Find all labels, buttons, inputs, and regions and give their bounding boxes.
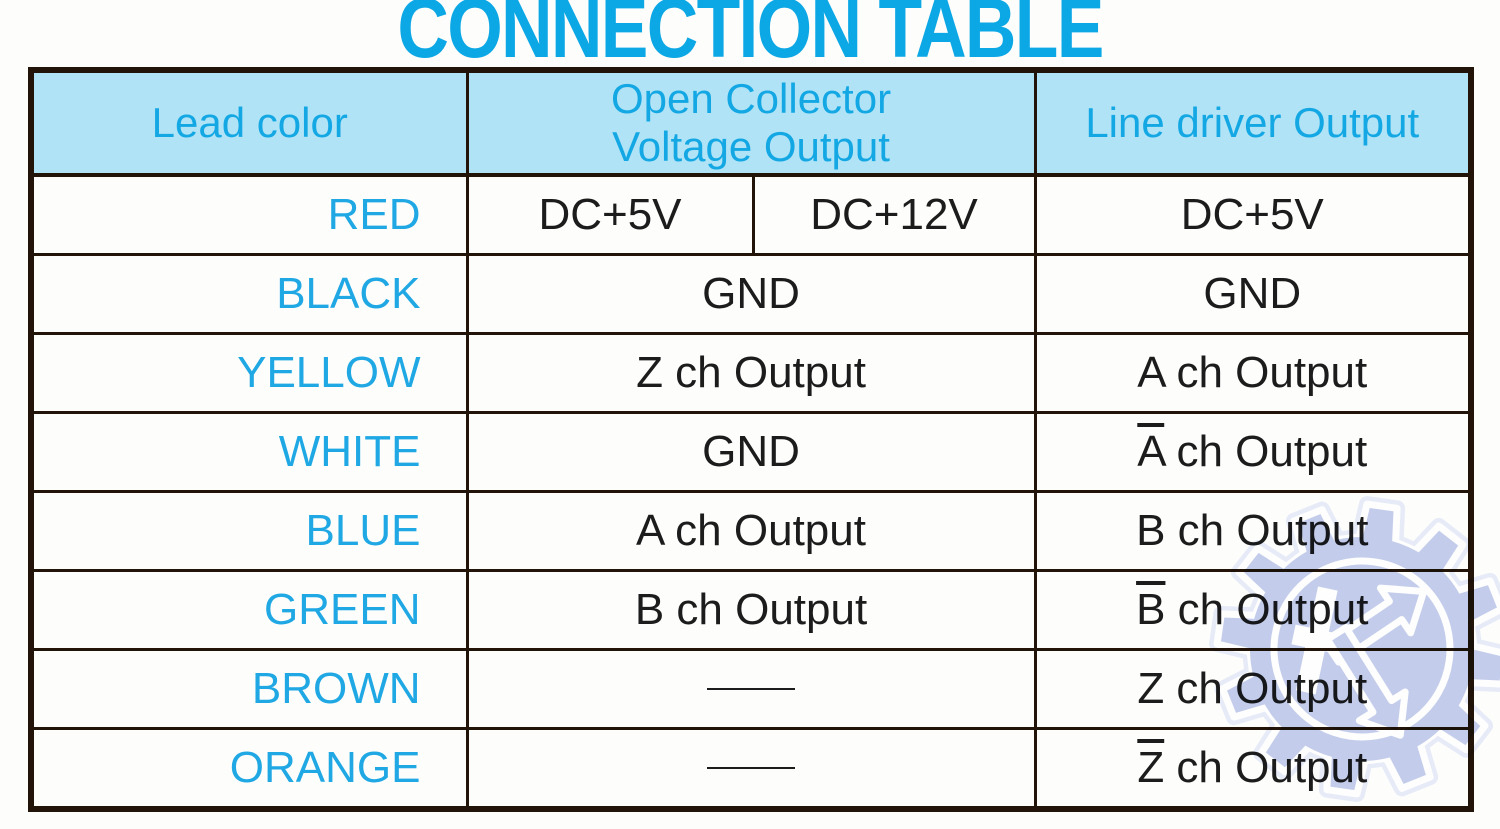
line-driver-cell: DC+5V xyxy=(1033,173,1473,256)
lead-color-cell: BLACK xyxy=(29,253,469,335)
lead-color-cell: GREEN xyxy=(29,569,469,651)
open-collector-cell xyxy=(465,648,1037,730)
lead-color-cell: BLUE xyxy=(29,490,469,572)
lead-color-cell: YELLOW xyxy=(29,332,469,414)
overlined-letter: B xyxy=(1136,585,1166,634)
line-driver-cell: A ch Output xyxy=(1033,411,1473,493)
open-collector-cell: DC+5V xyxy=(465,173,755,256)
header-open-collector-line2: Voltage Output xyxy=(612,123,890,170)
open-collector-cell: B ch Output xyxy=(465,569,1037,651)
lead-color-cell: BROWN xyxy=(29,648,469,730)
page-title: CONNECTION TABLE xyxy=(397,0,1104,75)
open-collector-cell: GND xyxy=(465,411,1037,493)
open-collector-cell: DC+12V xyxy=(751,173,1037,256)
header-line-driver: Line driver Output xyxy=(1033,68,1473,177)
open-collector-cell: Z ch Output xyxy=(465,332,1037,414)
line-driver-cell: B ch Output xyxy=(1033,490,1473,572)
dash-placeholder xyxy=(707,767,795,769)
lead-color-cell: WHITE xyxy=(29,411,469,493)
dash-placeholder xyxy=(707,688,795,690)
overlined-letter: A xyxy=(1137,427,1165,476)
line-driver-cell: B ch Output xyxy=(1033,569,1473,651)
table-row: BROWN Z ch Output xyxy=(29,648,1473,730)
header-open-collector-line1: Open Collector xyxy=(610,75,892,122)
header-open-collector: Open Collector Voltage Output xyxy=(465,68,1037,177)
line-driver-cell: Z ch Output xyxy=(1033,648,1473,730)
header-row: Lead color Open Collector Voltage Output… xyxy=(29,68,1473,177)
header-lead-color: Lead color xyxy=(29,68,469,177)
line-driver-cell: A ch Output xyxy=(1033,332,1473,414)
line-driver-cell: GND xyxy=(1033,253,1473,335)
lead-color-cell: RED xyxy=(29,173,469,256)
open-collector-cell xyxy=(465,727,1037,811)
connection-table: Lead color Open Collector Voltage Output… xyxy=(28,67,1475,812)
content: CONNECTION TABLE Lead color Open Collect… xyxy=(28,0,1475,812)
open-collector-cell: A ch Output xyxy=(465,490,1037,572)
overlined-letter: Z xyxy=(1137,743,1165,792)
line-driver-cell: Z ch Output xyxy=(1033,727,1473,811)
table-row: ORANGE Z ch Output xyxy=(29,727,1473,811)
open-collector-cell: GND xyxy=(465,253,1037,335)
lead-color-cell: ORANGE xyxy=(29,727,469,811)
